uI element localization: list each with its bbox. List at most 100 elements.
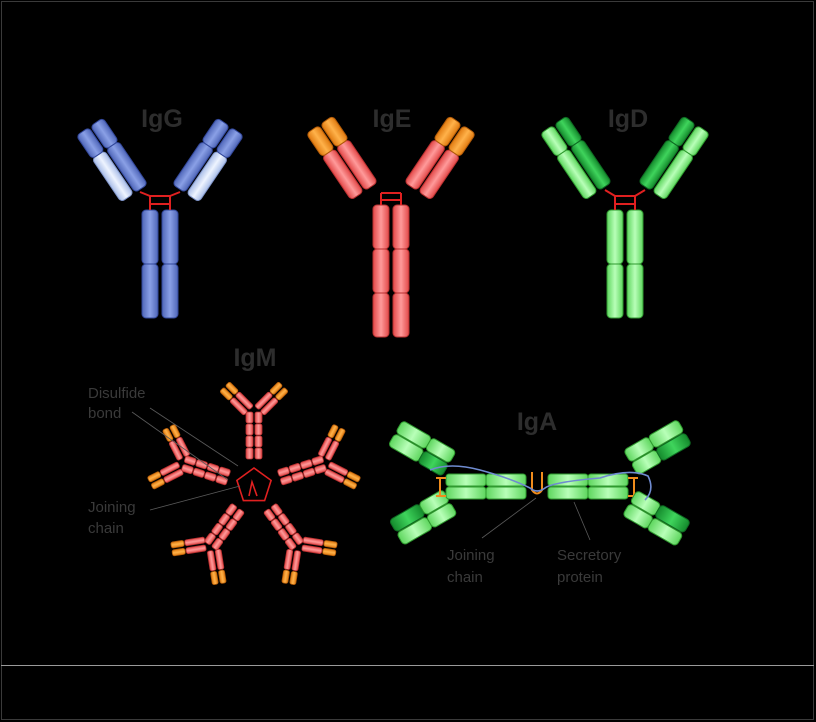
iga-secretory-label-line1: Secretory xyxy=(557,547,622,564)
igm-domain xyxy=(195,459,208,470)
igg-disulfide-bonds xyxy=(139,191,181,210)
igm-domain xyxy=(302,467,316,478)
igm-domain xyxy=(291,550,301,572)
igm-domain xyxy=(235,391,254,410)
igm-domain xyxy=(225,503,237,516)
igm-fab-arm xyxy=(318,424,346,461)
igm-domain xyxy=(218,528,231,541)
iga-secretory-protein xyxy=(429,465,652,501)
igm-fab-arm xyxy=(207,548,227,585)
igm-domain xyxy=(314,464,327,475)
igm-domain xyxy=(245,411,254,424)
igm-monomer xyxy=(277,424,361,490)
igm-domain xyxy=(346,471,361,483)
igm-domain xyxy=(325,440,340,461)
igm-title: IgM xyxy=(233,344,276,372)
igm-domain xyxy=(254,447,263,460)
igm-domain xyxy=(324,469,345,483)
igm-domain xyxy=(284,537,297,551)
iga-right-upper-arm xyxy=(624,420,691,475)
igm-domain xyxy=(163,469,184,483)
igm-domain xyxy=(225,518,238,531)
igm-domain xyxy=(275,387,288,401)
igm-domain xyxy=(245,423,254,436)
igm-domain xyxy=(327,424,339,439)
igm-domain xyxy=(184,536,206,547)
igm-domain xyxy=(170,540,185,549)
igm-domain xyxy=(280,475,293,486)
ige-stem xyxy=(372,204,410,338)
igm-domain xyxy=(254,391,273,410)
igm-fab-arm xyxy=(281,548,301,585)
igm-domain xyxy=(281,569,290,584)
igm-domain xyxy=(300,459,313,470)
iga-leader-lines xyxy=(481,497,591,541)
igm-domain xyxy=(292,532,304,545)
igm-domain xyxy=(260,397,279,416)
igm-domain xyxy=(181,464,194,475)
igm-domain xyxy=(301,544,323,554)
igm-domain xyxy=(285,522,297,536)
igm-domain xyxy=(210,570,219,585)
igm-domain xyxy=(232,508,245,522)
igm-fab-arm xyxy=(162,424,190,461)
igd-title: IgD xyxy=(608,105,648,133)
igg-antibody xyxy=(77,118,243,319)
iga-right-monomer xyxy=(547,420,691,546)
igm-domain xyxy=(245,435,254,448)
igm-domain xyxy=(271,503,283,516)
iga-title: IgA xyxy=(517,408,557,436)
igm-disulfide-label-line2: bond xyxy=(88,405,121,422)
igm-domain xyxy=(151,478,165,490)
ige-left-arm xyxy=(307,116,377,200)
igm-joining-label-line1: Joining xyxy=(88,499,136,516)
igd-antibody xyxy=(541,116,709,319)
iga-left-hinge xyxy=(436,477,446,497)
igm-domain xyxy=(214,548,225,570)
ige-right-arm xyxy=(405,116,475,200)
igm-domain xyxy=(218,569,227,584)
iga-right-lower-arm xyxy=(623,491,690,546)
igm-fab-arm xyxy=(170,536,207,557)
igm-domain xyxy=(245,447,254,460)
igm-domain xyxy=(147,471,162,483)
igm-domain xyxy=(328,461,349,476)
iga-left-monomer xyxy=(389,421,527,545)
igm-domain xyxy=(171,547,186,557)
igm-domain xyxy=(254,411,263,424)
ige-antibody xyxy=(307,116,475,338)
igm-joining-chain xyxy=(248,479,258,497)
igg-stem xyxy=(141,209,179,319)
igm-fab-arm xyxy=(254,382,288,416)
igm-domain xyxy=(185,544,207,554)
igm-domain xyxy=(318,436,332,457)
igm-domain xyxy=(343,478,357,490)
igm-domain xyxy=(184,455,197,466)
igm-domain xyxy=(254,423,263,436)
igm-fab-arm xyxy=(301,536,338,557)
igm-domain xyxy=(169,424,181,439)
igm-fab-arm xyxy=(147,461,184,490)
igm-domain xyxy=(220,387,233,401)
igm-domain xyxy=(289,570,298,585)
igm-domain xyxy=(204,471,217,482)
igm-domain xyxy=(218,513,230,526)
ige-disulfide-bonds xyxy=(380,192,402,205)
igm-domain xyxy=(215,475,228,486)
igm-domain xyxy=(288,463,302,473)
igm-domain xyxy=(192,467,206,478)
igm-domain xyxy=(322,547,337,557)
igm-domain xyxy=(334,427,346,442)
igm-domain xyxy=(254,435,263,448)
igm-domain xyxy=(323,540,338,549)
igm-monomer xyxy=(263,503,338,585)
igm-domain xyxy=(278,513,290,526)
igg-right-arm xyxy=(173,118,243,202)
igm-domain xyxy=(211,522,223,536)
igm-domain xyxy=(225,382,239,395)
igm-domain xyxy=(176,436,190,457)
igm-leader-lines xyxy=(131,407,241,511)
igm-domain xyxy=(168,440,183,461)
igm-domain xyxy=(277,528,290,541)
igm-pentamer xyxy=(147,382,361,585)
